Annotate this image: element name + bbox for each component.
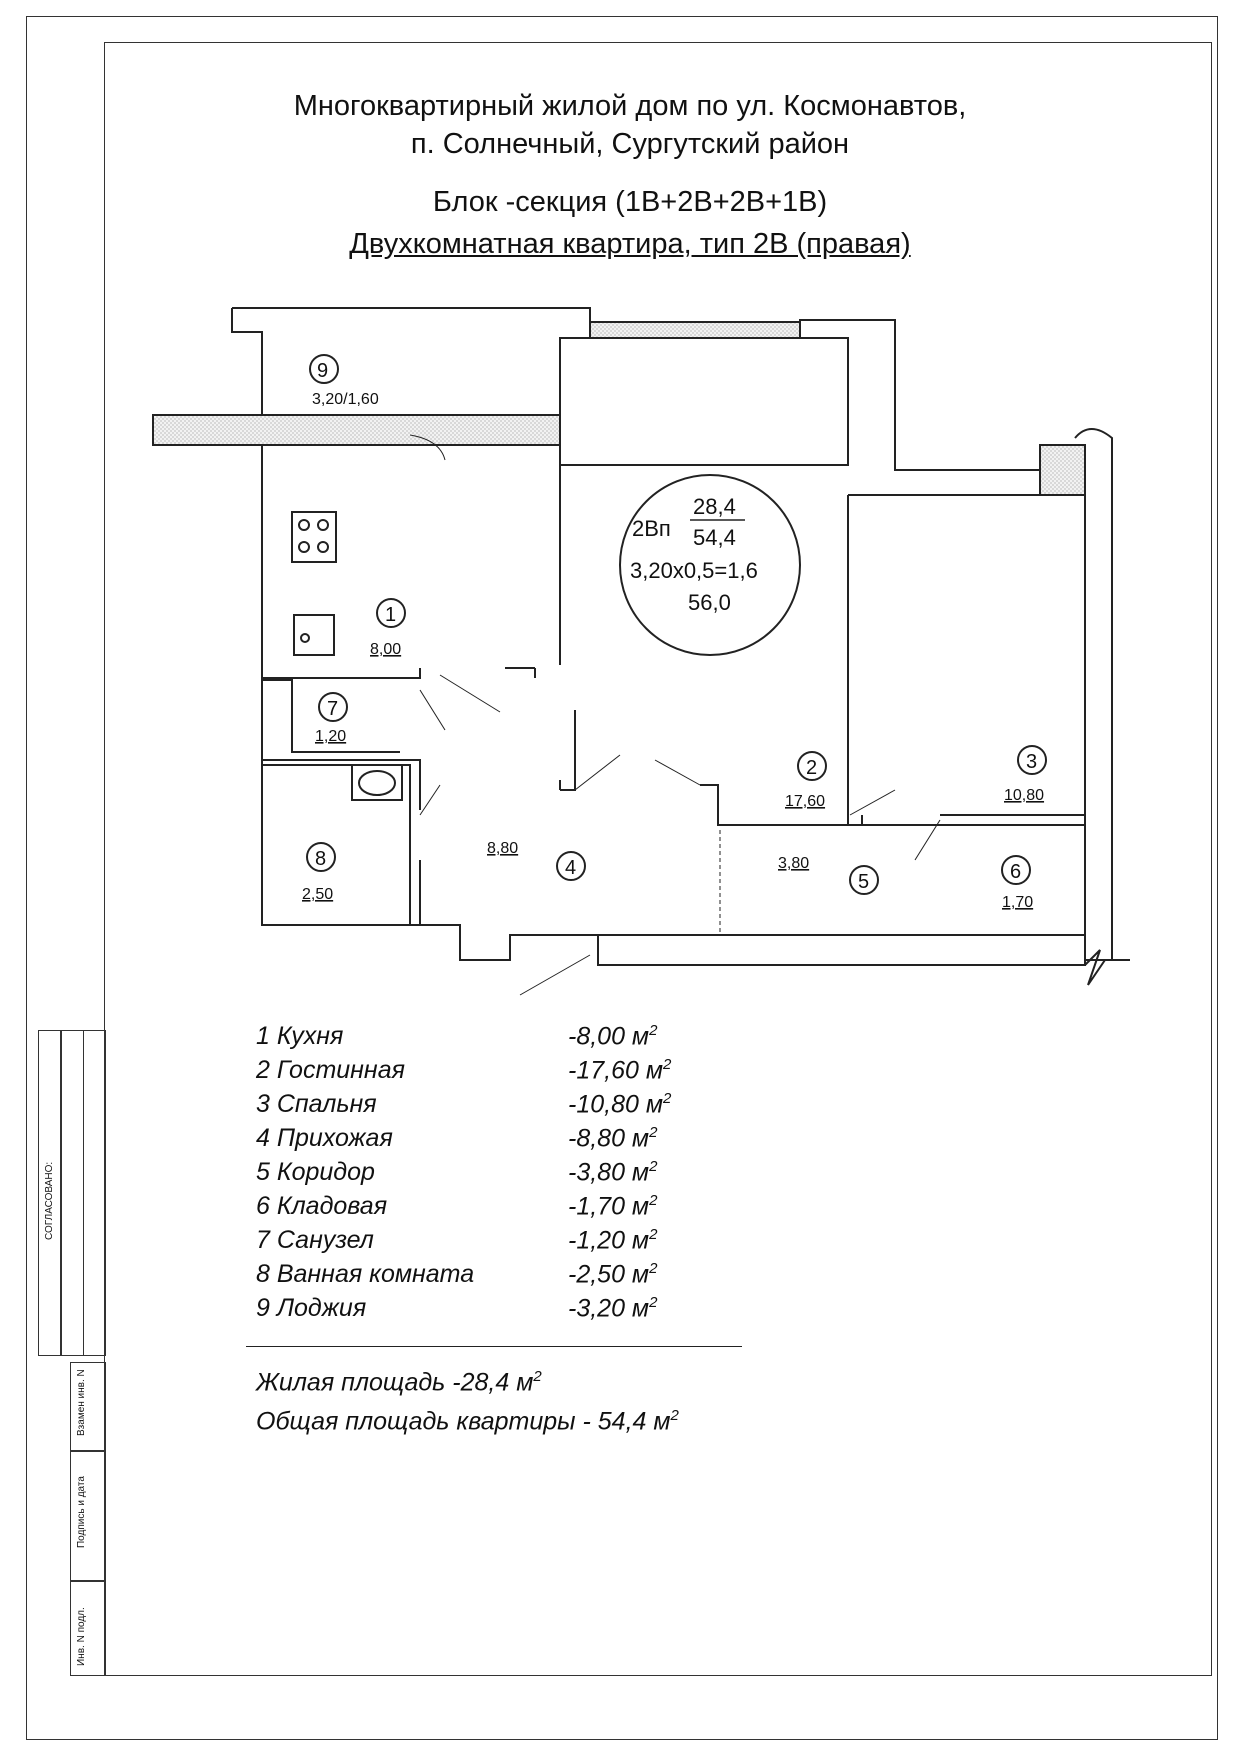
summary-total: 54,4 [693,525,736,550]
legend-row: 6 Кладовая-1,70 м2 [256,1192,658,1221]
summary-circle [619,474,801,656]
room-3-num: 3 [1026,751,1037,773]
stamp-sign-box [70,1450,106,1582]
sheet-inner-frame [104,42,1212,1676]
legend-row: 5 Коридор-3,80 м2 [256,1158,658,1187]
living-window-top [589,321,801,339]
room-6-area: 1,70 [1002,894,1033,911]
break-line [1084,949,1130,986]
legend-row: 8 Ванная комната-2,50 м2 [256,1260,658,1289]
stamp-agreed-label: СОГЛАСОВАНО: [44,1161,55,1240]
room-1-area: 8,00 [370,641,401,658]
room-6-num: 6 [1010,861,1021,883]
outer-wall-left [261,445,598,961]
room-2-num: 2 [806,757,817,779]
legend-separator [246,1346,742,1347]
area-totals: Жилая площадь -28,4 м2 Общая площадь ква… [256,1360,679,1439]
summary-type: 2Вп [632,516,671,541]
summary-loggia: 3,20х0,5=1,6 [630,558,758,583]
room-3-area: 10,80 [1004,787,1044,804]
living-area-total: Жилая площадь -28,4 м2 [256,1368,542,1397]
stamp-replace-label: Взамен инв. N [76,1369,87,1436]
room-4-area: 8,80 [487,840,518,857]
right-column [1074,428,1113,961]
legend-row: 9 Лоджия-3,20 м2 [256,1294,658,1323]
title-line-1: Многоквартирный жилой дом по ул. Космона… [293,90,967,122]
loggia-parapet [152,414,561,446]
stamp-sign-label: Подпись и дата [76,1476,87,1548]
stove [291,511,337,563]
apartment-area-total: Общая площадь квартиры - 54,4 м2 [256,1407,679,1436]
legend-row: 2 Гостинная-17,60 м2 [256,1056,672,1085]
room-8-num: 8 [315,848,326,870]
title-line-4: Двухкомнатная квартира, тип 2В (правая) [349,228,911,260]
title-line-3: Блок -секция (1В+2В+2В+1В) [432,186,828,218]
summary-living: 28,4 [693,494,736,519]
legend-row: 1 Кухня-8,00 м2 [256,1022,658,1051]
stamp-agreed-col [60,1030,84,1356]
legend-row: 7 Санузел-1,20 м2 [256,1226,658,1255]
room-7-area: 1,20 [315,728,346,745]
room-9-num: 9 [317,360,328,382]
wash-basin [351,764,403,801]
room-8-area: 2,50 [302,886,333,903]
legend-row: 3 Спальня-10,80 м2 [256,1090,672,1119]
outer-wall-top-living [559,319,1086,496]
room-legend: 1 Кухня-8,00 м2 2 Гостинная-17,60 м2 3 С… [256,1022,736,1328]
loggia-wall [231,307,591,421]
room-7-num: 7 [327,698,338,720]
outer-wall-bottom [597,934,1086,966]
room-1-num: 1 [385,604,396,626]
stamp-agreed-col [38,1030,62,1356]
kitchen-sink [293,614,335,656]
bedroom-wall-hatched [1039,444,1086,496]
stamp-inv-box [70,1580,106,1676]
room-4-num: 4 [565,857,576,879]
sheet-outer-frame [26,16,1218,1740]
title-line-2: п. Солнечный, Сургутский район [410,128,850,160]
room-9-area: 3,20/1,60 [312,391,379,408]
room-5-num: 5 [858,871,869,893]
stamp-inv-label: Инв. N подл. [76,1607,87,1666]
room-2-area: 17,60 [785,793,825,810]
legend-row: 4 Прихожая-8,80 м2 [256,1124,658,1153]
summary-grand-total: 56,0 [688,590,731,615]
room-5-area: 3,80 [778,855,809,872]
stamp-replace-box [70,1362,106,1452]
